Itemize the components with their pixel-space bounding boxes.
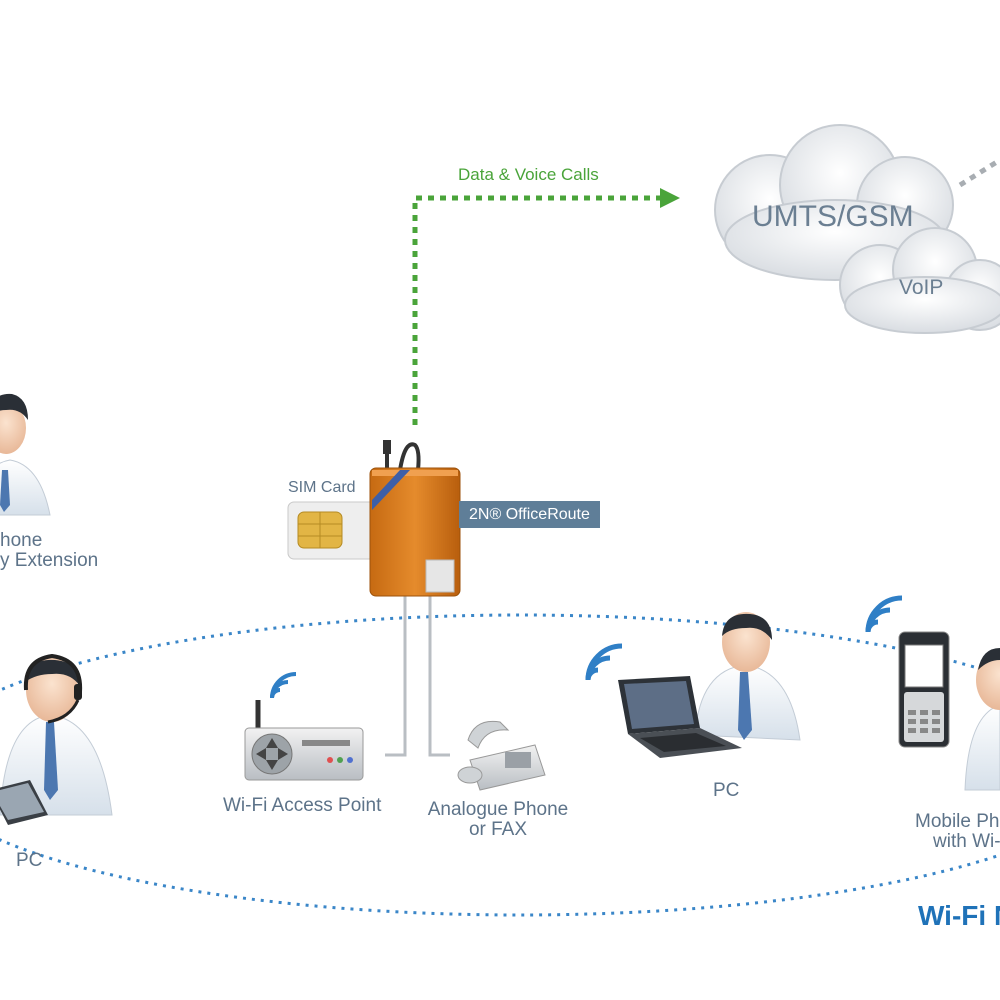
analogue-phone-icon (457, 720, 546, 791)
voip-cloud-icon (839, 227, 1000, 334)
analogue-phone-label-line1: Analogue Phone (427, 799, 569, 820)
wifi-signal-icon (270, 672, 297, 699)
wifi-signal-icon (585, 643, 623, 681)
voip-label: VoIP (899, 276, 944, 299)
person-avatar-icon (964, 648, 1000, 791)
wifi-network-title: Wi-Fi N (918, 900, 1000, 931)
mobile-phone-label-line2: with Wi- (933, 831, 1000, 852)
pc-center-label: PC (713, 780, 740, 801)
voip-link (958, 157, 1000, 188)
wifi-access-point-icon (244, 700, 364, 781)
umts-gsm-label: UMTS/GSM (752, 200, 914, 233)
wifi-access-point-label: Wi-Fi Access Point (223, 795, 382, 816)
device-name-tag: 2N® OfficeRoute (459, 501, 600, 528)
mobile-phone-icon (898, 631, 950, 748)
sim-card-label: SIM Card (288, 479, 356, 496)
wifi-signal-icon (865, 595, 903, 633)
data-voice-calls-label: Data & Voice Calls (458, 165, 599, 184)
analogue-phone-label-line2: or FAX (468, 819, 528, 840)
phone-extension-label-line1: hone (0, 530, 43, 551)
data-voice-link (412, 195, 660, 425)
phone-extension-label-line2: y Extension (0, 550, 99, 571)
mobile-phone-label-line1: Mobile Ph (915, 811, 1000, 832)
person-avatar-icon (0, 393, 51, 516)
cable-analogue (428, 595, 450, 757)
cable-wifi-ap (385, 595, 407, 757)
person-with-laptop-icon (618, 612, 801, 758)
pc-left-label: PC (16, 850, 43, 871)
sim-card-icon (287, 501, 381, 560)
person-with-laptop-icon (0, 653, 113, 825)
arrow-head-icon (660, 188, 680, 208)
officeroute-device-icon (369, 440, 461, 597)
